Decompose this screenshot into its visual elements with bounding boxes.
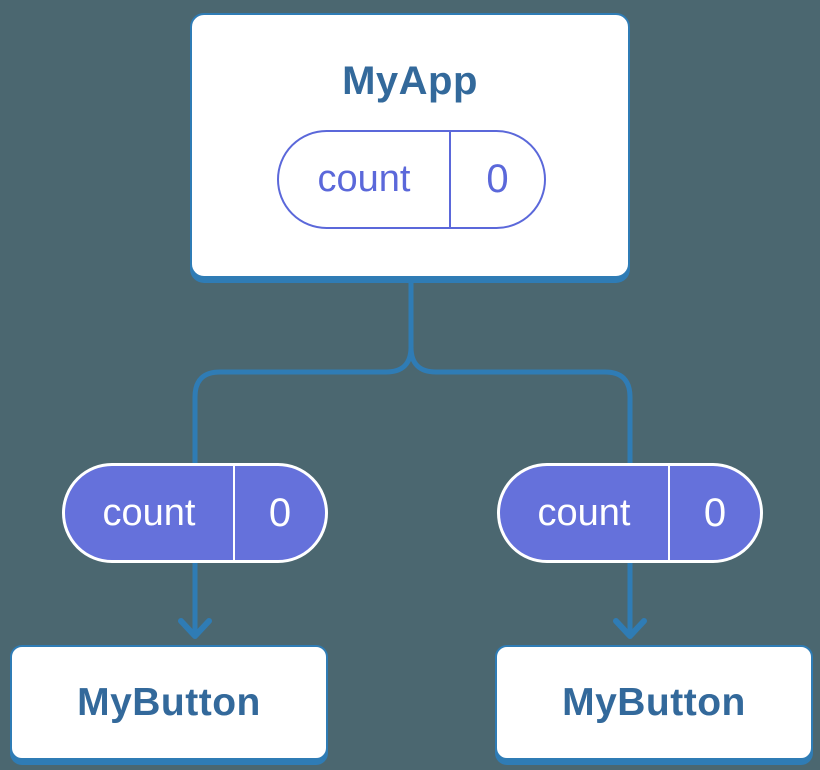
component-box-mybutton-left: MyButton [10, 645, 328, 760]
prop-name-left: count [65, 466, 235, 560]
component-box-mybutton-right: MyButton [495, 645, 813, 760]
prop-pill-left: count 0 [62, 463, 328, 563]
prop-value-right: 0 [703, 490, 727, 535]
component-title-myapp: MyApp [342, 59, 478, 103]
component-box-myapp: MyApp count 0 [190, 13, 630, 278]
branch-left-connector [192, 346, 414, 632]
branch-right-connector [408, 346, 633, 632]
state-pill: count 0 [277, 130, 546, 229]
prop-pill-right: count 0 [497, 463, 763, 563]
state-value: 0 [486, 157, 509, 201]
state-name: count [279, 132, 451, 227]
prop-name-right: count [500, 466, 670, 560]
arrowhead-right-icon [613, 618, 647, 639]
arrowhead-left-icon [178, 618, 212, 639]
prop-value-left: 0 [268, 490, 292, 535]
